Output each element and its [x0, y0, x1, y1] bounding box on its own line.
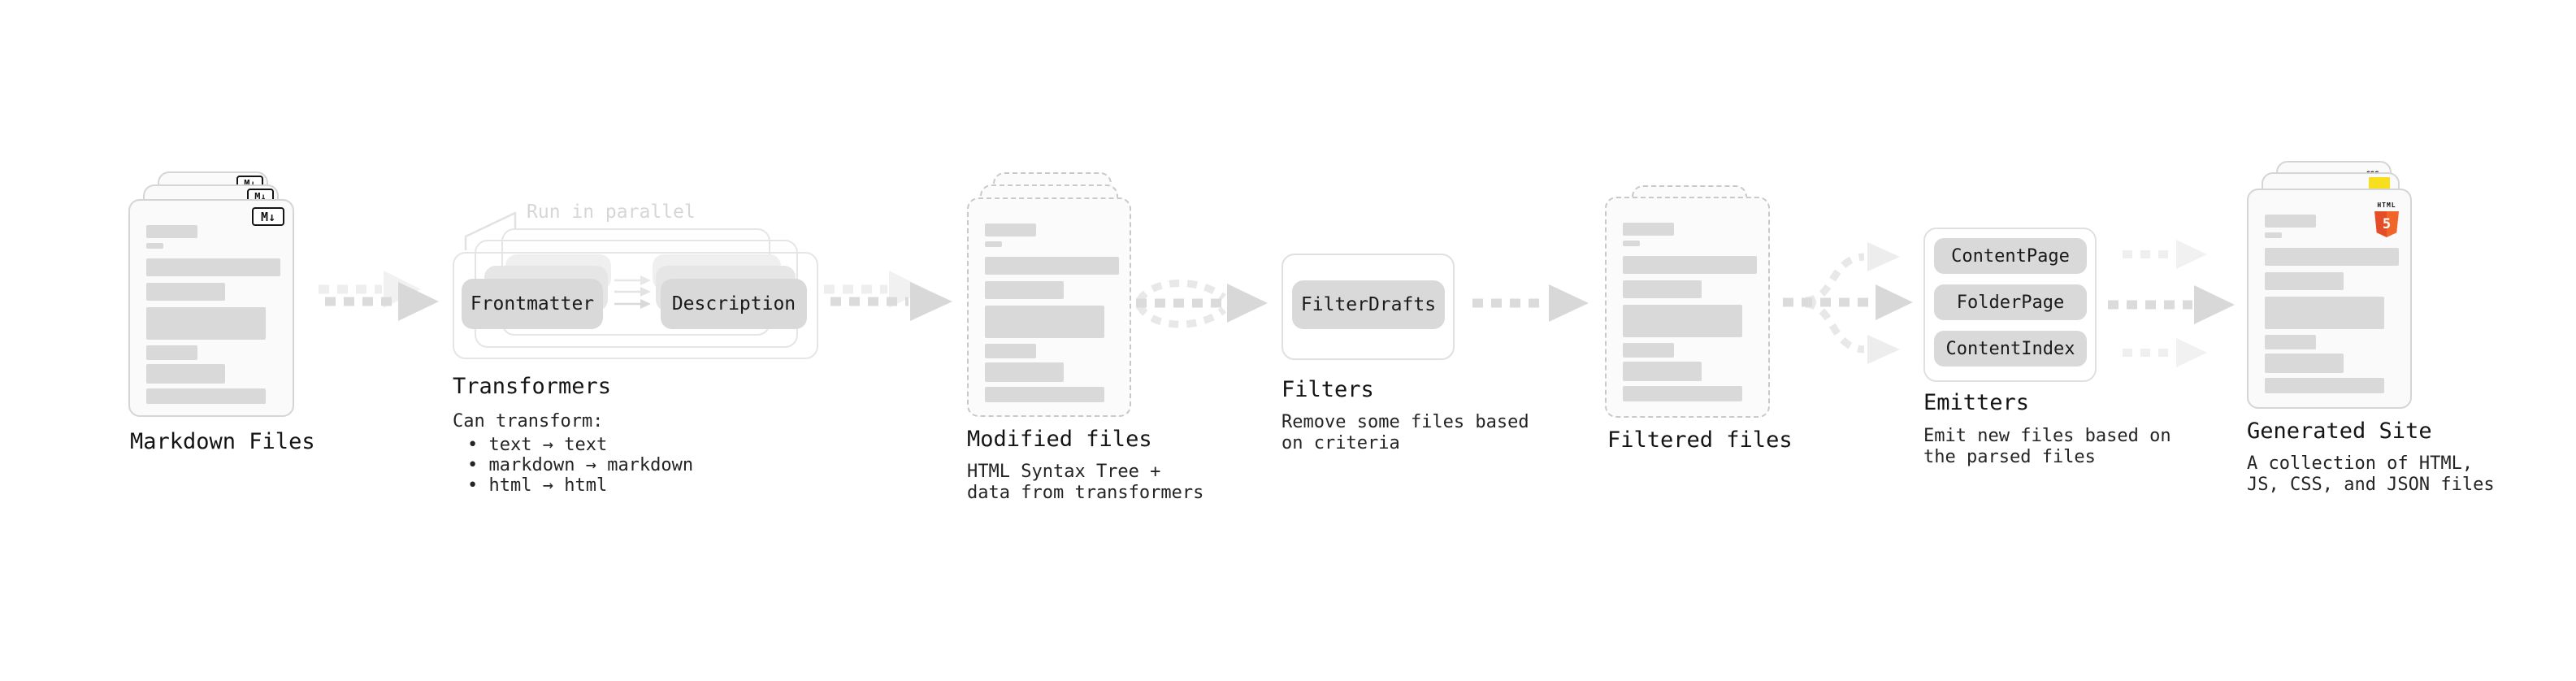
transformer-node-frontmatter: Frontmatter [462, 279, 603, 329]
bullet-item: markdown → markdown [467, 455, 694, 475]
transformers-subtitle: Can transform: [453, 411, 604, 432]
stage-title-transformers: Transformers [453, 374, 612, 399]
stage-title-emitters: Emitters [1923, 390, 2030, 415]
emitter-node-contentindex: ContentIndex [1934, 331, 2087, 367]
stage-title-filters: Filters [1281, 377, 1374, 402]
document-card-dashed [1605, 197, 1770, 418]
transformer-card-front [453, 252, 818, 359]
html5-logo-number: 5 [2382, 216, 2392, 232]
run-in-parallel-note: Run in parallel [527, 202, 696, 223]
stage-title-filtered-files: Filtered files [1607, 427, 1793, 453]
transformer-node-description: Description [661, 279, 807, 329]
stage-title-modified-files: Modified files [967, 427, 1152, 452]
html5-logo-shield: 5 [2374, 211, 2399, 237]
arrow-markdown-to-transformers [319, 271, 439, 321]
arrow-transformers-to-modified [824, 271, 952, 321]
emitter-node-folderpage: FolderPage [1934, 284, 2087, 320]
document-card-dashed [967, 197, 1131, 417]
document-card: HTML 5 [2247, 189, 2412, 409]
document-card: M↓ [128, 199, 294, 417]
stage-title-generated-site: Generated Site [2247, 419, 2432, 444]
emitters-description: Emit new files based on the parsed files [1923, 426, 2171, 467]
bullet-item: html → html [467, 475, 693, 496]
bullet-item: text → text [467, 435, 693, 455]
filter-node-filterdrafts: FilterDrafts [1292, 280, 1445, 329]
markdown-logo-icon: M↓ [252, 207, 284, 226]
arrow-filters-to-filtered [1472, 284, 1589, 322]
transformers-bullet-list: text → text markdown → markdown html → h… [467, 435, 694, 496]
emitter-node-contentpage: ContentPage [1934, 238, 2087, 274]
generated-site-description: A collection of HTML, JS, CSS, and JSON … [2247, 453, 2495, 495]
html5-logo-text: HTML [2377, 202, 2396, 209]
arrow-filtered-to-emitters-fanout [1783, 242, 1913, 364]
arrow-emitters-to-site [2108, 240, 2235, 367]
arrow-modified-to-filters-merge [1136, 280, 1268, 328]
modified-files-description: HTML Syntax Tree + data from transformer… [967, 462, 1204, 503]
js-logo-icon [2369, 177, 2390, 191]
stage-title-markdown-files: Markdown Files [130, 429, 315, 454]
filters-description: Remove some files based on criteria [1281, 412, 1529, 453]
html5-logo-icon: HTML 5 [2373, 195, 2400, 237]
